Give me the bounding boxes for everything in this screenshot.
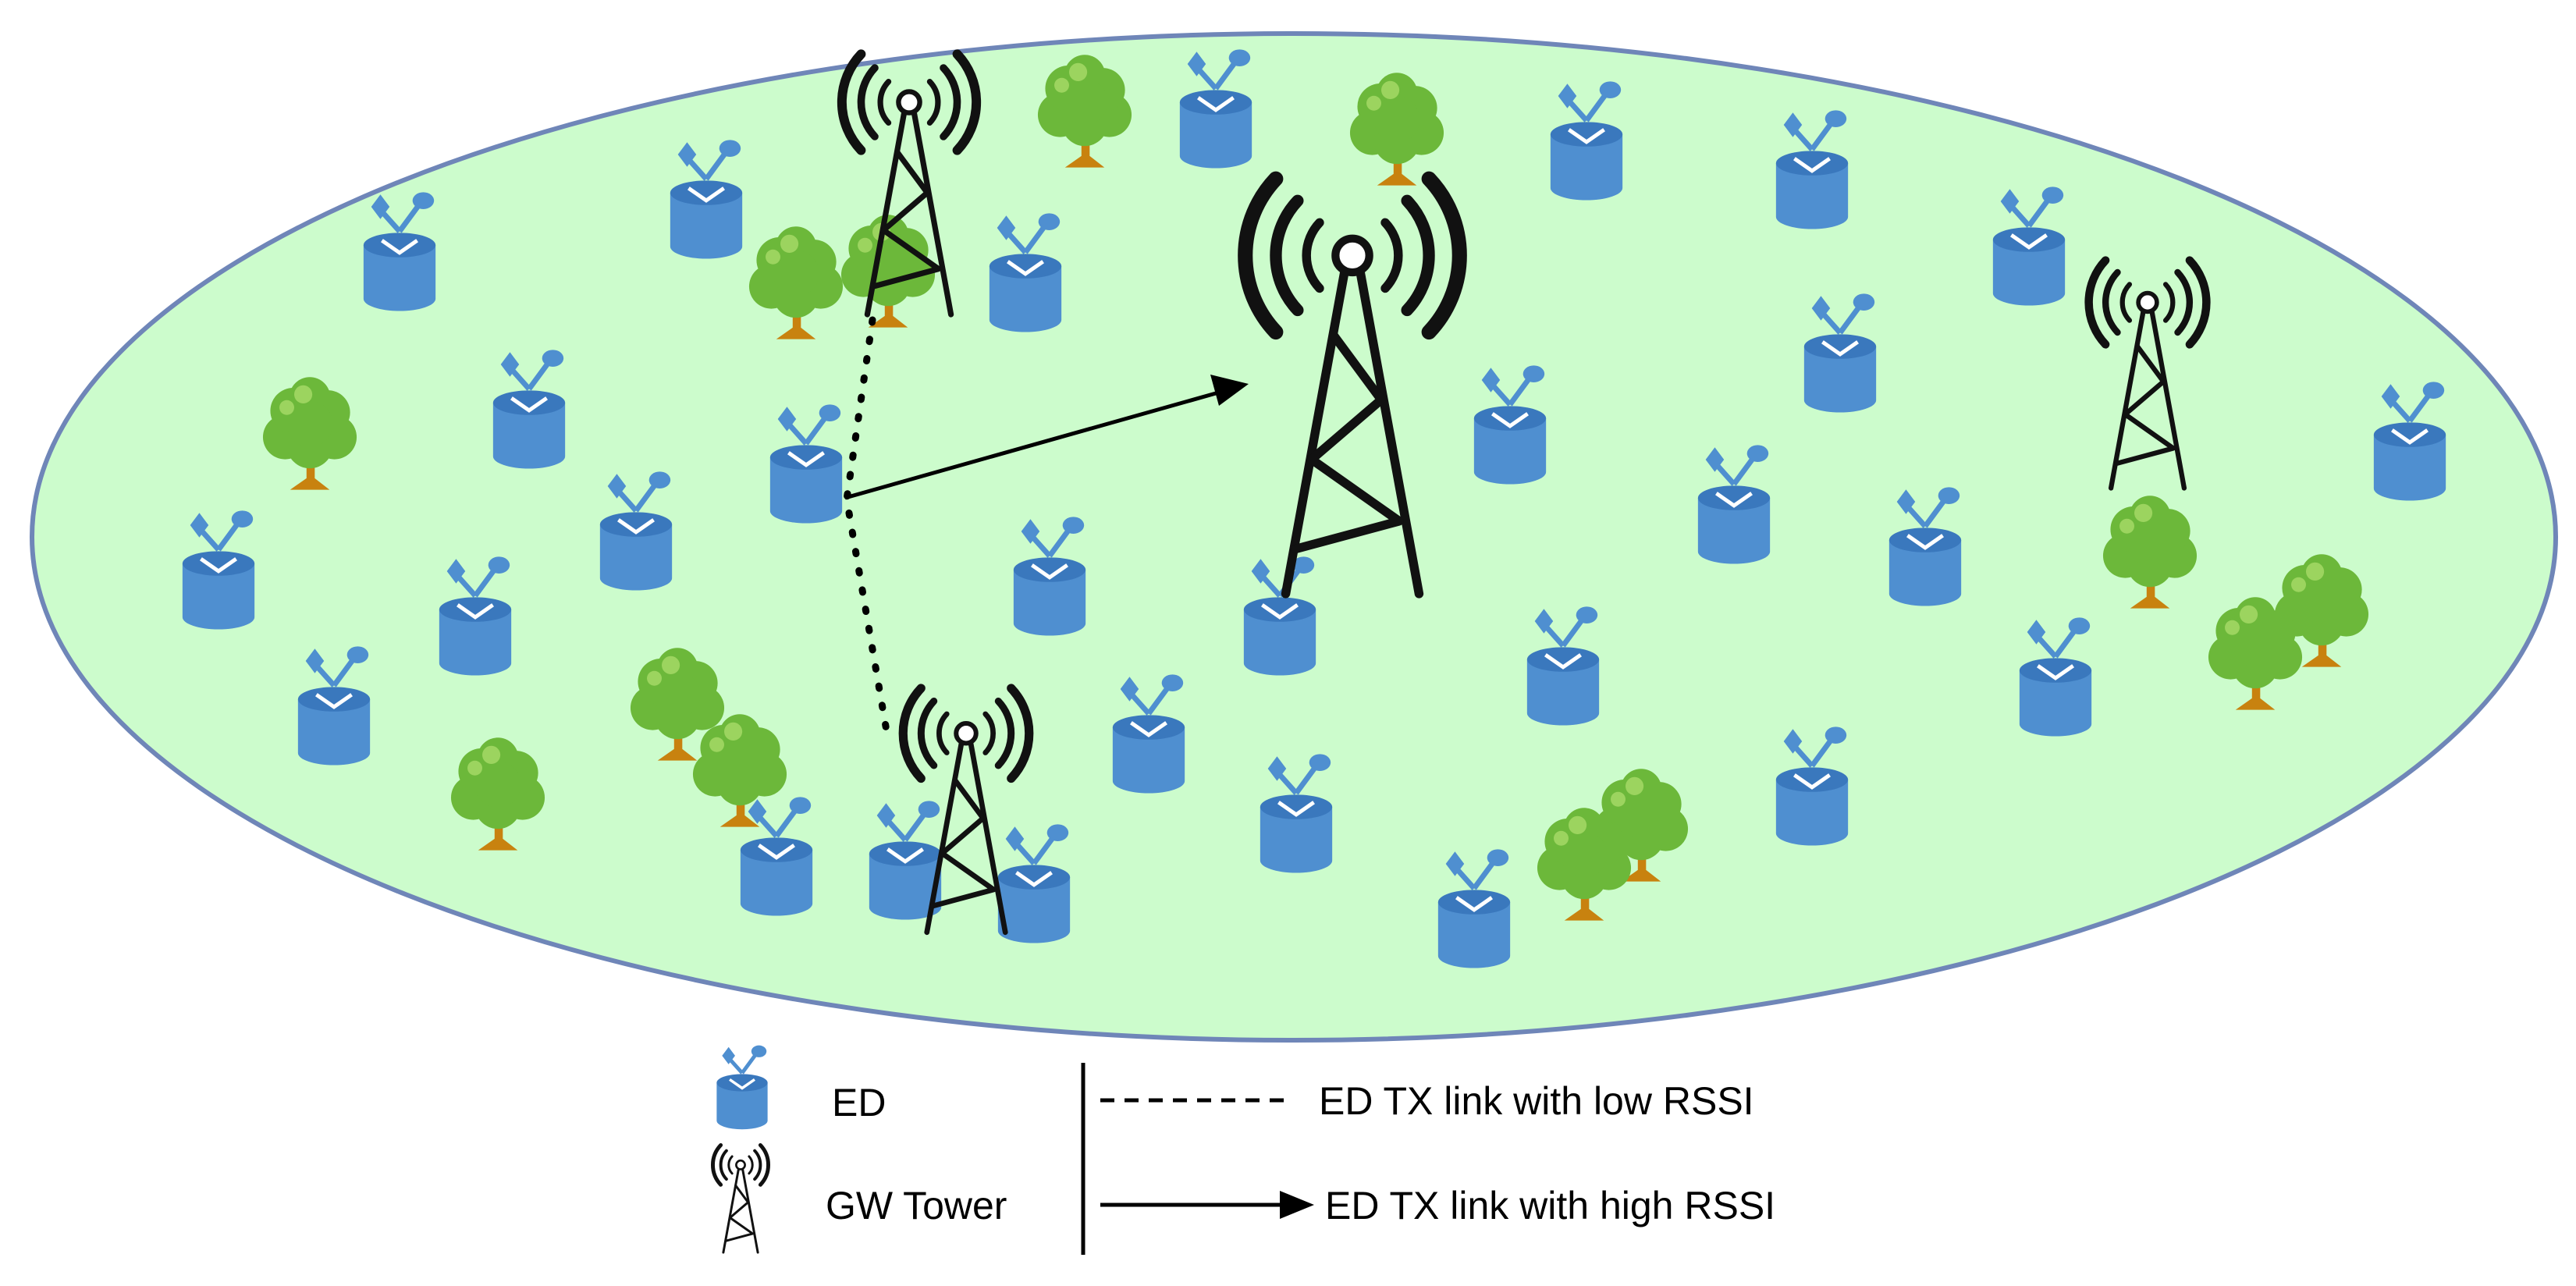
- legend-ed-label: ED: [832, 1081, 886, 1124]
- gateway-tower-icon: [712, 1145, 768, 1252]
- legend-icons: [712, 1046, 768, 1252]
- legend-low-rssi-label: ED TX link with low RSSI: [1319, 1079, 1754, 1123]
- legend-high-rssi-label: ED TX link with high RSSI: [1325, 1184, 1775, 1227]
- links: [843, 316, 1249, 744]
- legend: ED GW Tower ED TX link with low RSSI ED …: [712, 1046, 1775, 1255]
- legend-gw-label: GW Tower: [826, 1184, 1007, 1227]
- scene: [30, 31, 2558, 1043]
- high-rssi-link: [844, 391, 1217, 500]
- high-rssi-arrowhead: [1210, 375, 1249, 406]
- end-device-icon: [716, 1046, 767, 1130]
- legend-high-rssi-arrowhead: [1280, 1191, 1314, 1219]
